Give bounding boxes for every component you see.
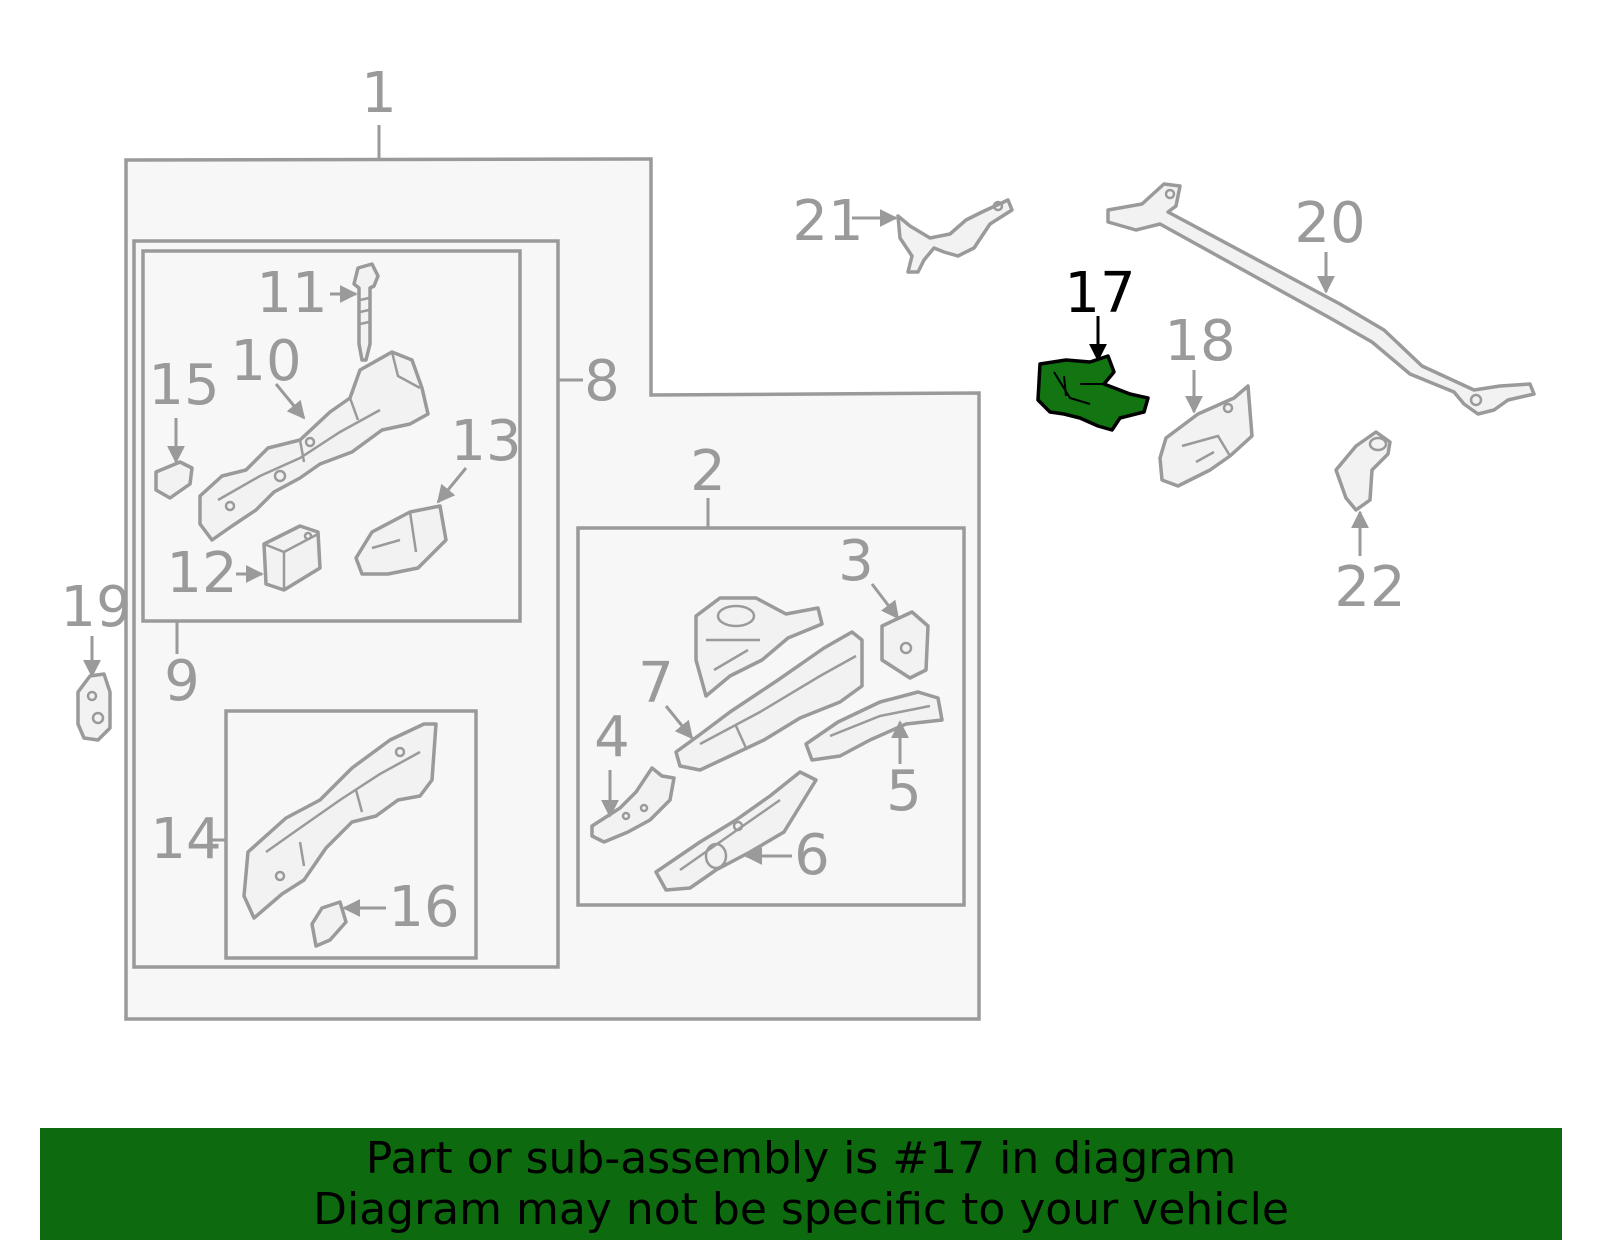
part-10-frame-rail — [198, 350, 430, 542]
callout-8: 8 — [584, 349, 620, 414]
callout-4: 4 — [594, 705, 630, 770]
part-6-member — [654, 770, 818, 892]
part-16-bracket — [310, 900, 348, 948]
callout-20: 20 — [1294, 191, 1365, 256]
callout-2: 2 — [690, 439, 726, 504]
part-21-brace — [896, 198, 1014, 274]
leader-lines — [83, 209, 1369, 917]
callout-5: 5 — [886, 759, 922, 824]
part-22-bracket — [1334, 430, 1392, 512]
part-2-strut-tower — [694, 596, 824, 698]
callout-19: 19 — [60, 575, 131, 640]
callout-16: 16 — [388, 875, 459, 940]
part-20-bar — [1106, 182, 1536, 416]
part-11-bolt — [352, 262, 380, 362]
part-5-member — [804, 690, 944, 762]
callout-21: 21 — [792, 189, 863, 254]
part-12-block — [262, 524, 322, 592]
part-13-bracket — [354, 504, 448, 576]
callout-3: 3 — [838, 529, 874, 594]
part-18-bracket — [1158, 384, 1254, 488]
callout-labels: 1 2 3 4 5 6 7 8 9 10 11 12 13 14 15 16 1… — [60, 61, 1405, 940]
part-3-bracket — [880, 610, 930, 680]
callout-7: 7 — [638, 651, 674, 716]
part-4-bracket — [590, 766, 676, 844]
callout-18: 18 — [1164, 309, 1235, 374]
callout-10: 10 — [230, 329, 301, 394]
part-19-plate — [76, 672, 112, 742]
banner-line-2: Diagram may not be specific to your vehi… — [313, 1184, 1289, 1235]
callout-9: 9 — [164, 649, 200, 714]
callout-11: 11 — [256, 261, 327, 326]
part-17-highlighted — [1036, 354, 1150, 432]
callout-22: 22 — [1334, 555, 1405, 620]
callout-6: 6 — [794, 823, 830, 888]
callout-12: 12 — [166, 541, 237, 606]
info-banner: Part or sub-assembly is #17 in diagram D… — [40, 1128, 1562, 1240]
banner-line-1: Part or sub-assembly is #17 in diagram — [365, 1133, 1237, 1184]
callout-17: 17 — [1064, 261, 1135, 326]
callout-13: 13 — [450, 409, 521, 474]
callout-14: 14 — [150, 807, 221, 872]
callout-1: 1 — [361, 61, 397, 126]
callout-15: 15 — [148, 353, 219, 418]
part-7-rail — [674, 630, 864, 772]
part-14-panel — [242, 722, 438, 920]
